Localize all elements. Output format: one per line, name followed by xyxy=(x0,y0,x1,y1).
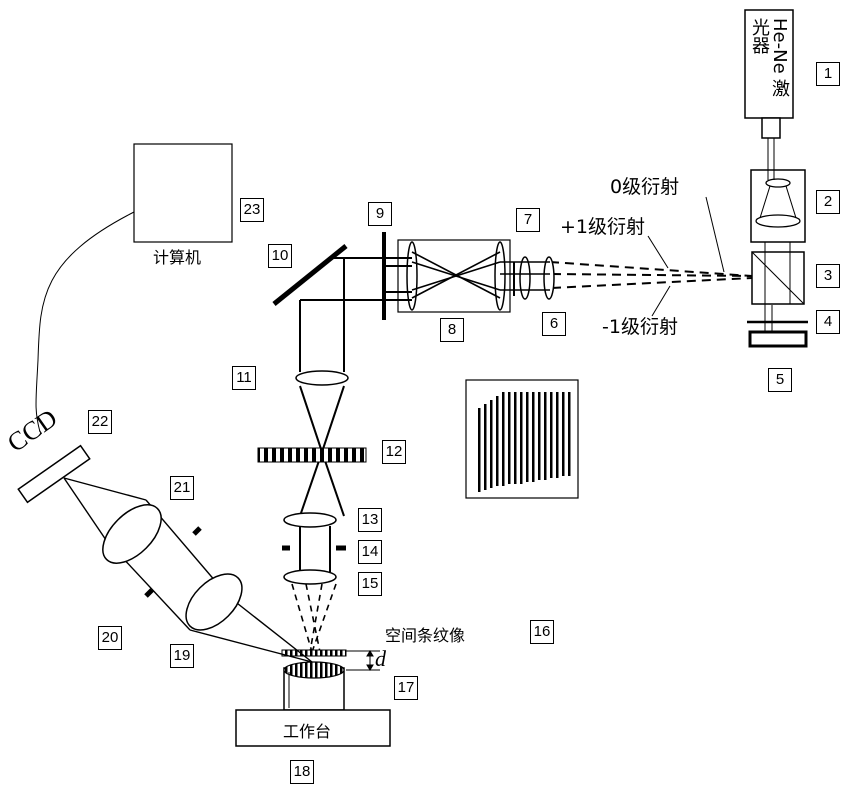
component-number-6: 6 xyxy=(542,312,566,336)
beam-to-mirror xyxy=(300,258,412,300)
beam-splitter-cube xyxy=(752,242,804,320)
data-cable xyxy=(36,212,134,432)
zero-order-label: 0级衍射 xyxy=(610,172,679,199)
diffraction-leaders xyxy=(648,197,724,316)
component-number-21: 21 xyxy=(170,476,194,500)
component-number-3: 3 xyxy=(816,264,840,288)
component-number-15: 15 xyxy=(358,572,382,596)
laser-label: He-Ne 激光器 xyxy=(749,18,789,114)
component-number-2: 2 xyxy=(816,190,840,214)
computer-label: 计算机 xyxy=(153,244,201,268)
component-number-9: 9 xyxy=(368,202,392,226)
component-number-20: 20 xyxy=(98,626,122,650)
fringe-image-label: 空间条纹像 xyxy=(385,622,465,646)
plus-one-order-label: +1级衍射 xyxy=(560,212,645,239)
component-number-23: 23 xyxy=(240,198,264,222)
component-number-18: 18 xyxy=(290,760,314,784)
lens-13 xyxy=(284,513,336,527)
fringe-pattern-inset xyxy=(466,380,578,498)
component-number-13: 13 xyxy=(358,508,382,532)
lens-19 xyxy=(176,564,252,640)
distance-label: d xyxy=(375,646,386,672)
grating-12 xyxy=(258,448,366,462)
ccd-camera xyxy=(18,446,89,503)
component-number-19: 19 xyxy=(170,644,194,668)
computer xyxy=(134,144,232,242)
fringe-image-plane xyxy=(282,650,346,656)
reflection-grating xyxy=(750,332,806,346)
lens-11 xyxy=(296,371,348,385)
lens-21 xyxy=(92,494,171,573)
projection-beams xyxy=(292,584,336,652)
diffraction-beams xyxy=(550,262,752,288)
beam-expander xyxy=(751,170,805,242)
component-number-10: 10 xyxy=(268,244,292,268)
component-number-12: 12 xyxy=(382,440,406,464)
component-number-4: 4 xyxy=(816,310,840,334)
component-number-22: 22 xyxy=(88,410,112,434)
component-number-16: 16 xyxy=(530,620,554,644)
lens-15 xyxy=(284,570,336,584)
component-number-11: 11 xyxy=(232,366,256,390)
component-number-17: 17 xyxy=(394,676,418,700)
minus-one-order-label: -1级衍射 xyxy=(602,312,678,339)
sample-17 xyxy=(284,662,344,710)
component-number-14: 14 xyxy=(358,540,382,564)
lens-group-6 xyxy=(514,257,554,299)
stage-label: 工作台 xyxy=(283,718,331,742)
component-number-8: 8 xyxy=(440,318,464,342)
component-number-5: 5 xyxy=(768,368,792,392)
component-number-7: 7 xyxy=(516,208,540,232)
component-number-1: 1 xyxy=(816,62,840,86)
